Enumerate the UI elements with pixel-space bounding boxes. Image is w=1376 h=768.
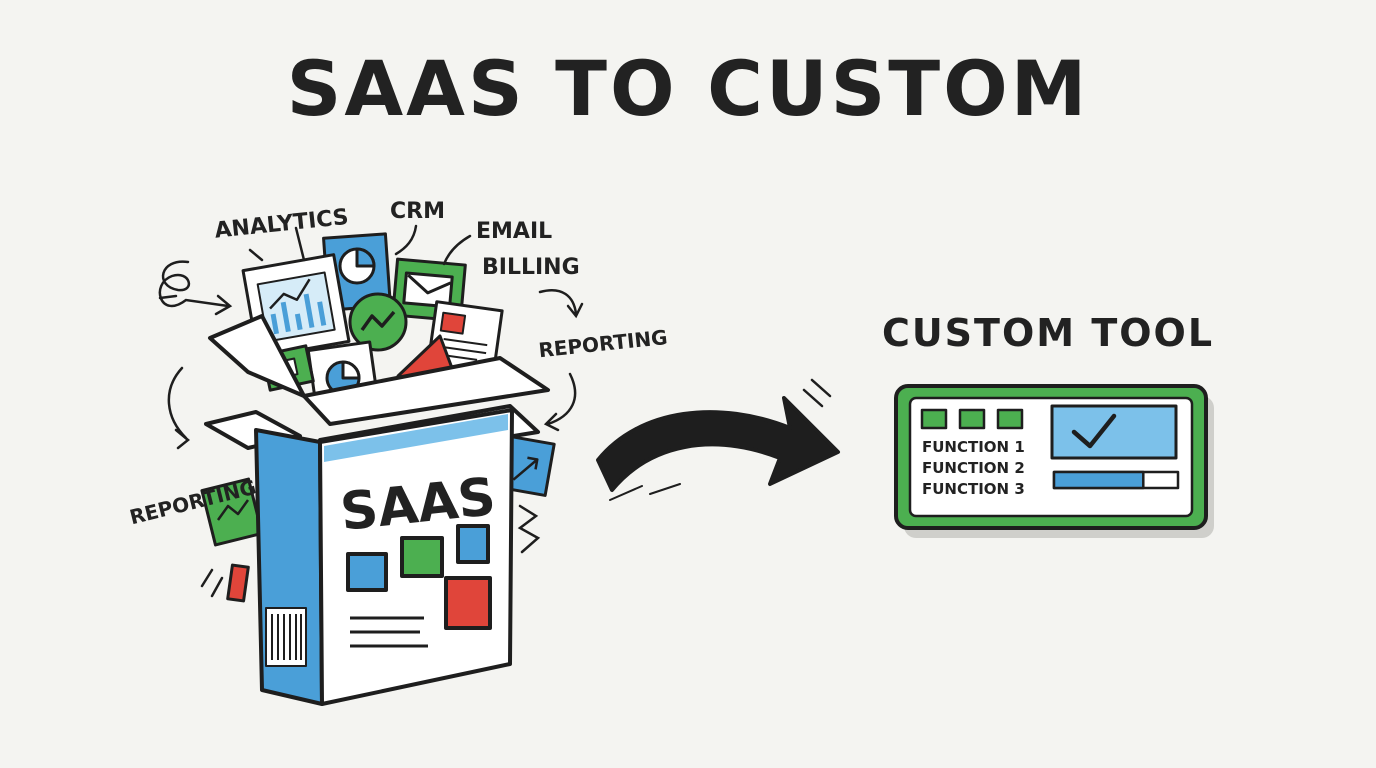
tool-progress-fill: [1052, 470, 1145, 490]
page-title: SAAS TO CUSTOM: [286, 44, 1090, 133]
custom-tool-panel: [894, 384, 1214, 538]
box-red-square: [444, 576, 492, 630]
function-1-label: FUNCTION 1: [922, 438, 1025, 456]
box-left-flap: [208, 314, 306, 398]
box-teal-square: [456, 524, 490, 564]
billing-label: BILLING: [482, 255, 580, 280]
barcode-icon: [265, 607, 307, 667]
doodle-arrows: [158, 224, 584, 598]
ejected-red-piece-icon: [226, 563, 250, 603]
ejected-green-card-icon: [200, 477, 264, 547]
tool-indicator-1: [920, 408, 948, 430]
tool-indicator-2: [958, 408, 986, 430]
function-3-label: FUNCTION 3: [922, 480, 1025, 498]
saas-box: [204, 314, 550, 706]
transition-arrow-icon: [596, 378, 840, 501]
trend-circle-icon: [348, 292, 408, 352]
curved-arrow-left-icon: [167, 366, 190, 450]
box-back-flap: [302, 356, 550, 426]
motion-lines-right-icon: [517, 504, 541, 554]
box-green-square: [400, 536, 444, 578]
email-label: EMAIL: [476, 219, 552, 244]
tool-indicator-3: [996, 408, 1024, 430]
swirl-arrow-icon: [158, 260, 233, 316]
billing-arrow-icon: [538, 289, 584, 319]
box-blue-square: [346, 552, 388, 592]
motion-lines-top-icon: [158, 248, 264, 300]
crm-pointer-icon: [394, 224, 418, 256]
email-pointer-icon: [442, 234, 472, 266]
check-icon: [1071, 413, 1117, 449]
tool-function-list: FUNCTION 1 FUNCTION 2 FUNCTION 3: [922, 438, 1025, 498]
analytics-pointer-icon: [294, 226, 306, 262]
crm-label: CRM: [390, 199, 445, 224]
function-2-label: FUNCTION 2: [922, 459, 1025, 477]
box-text-lines: [350, 616, 428, 648]
motion-lines-left-icon: [200, 568, 224, 598]
reporting-label-right: REPORTING: [537, 325, 668, 362]
curved-arrow-right-icon: [543, 372, 577, 432]
custom-tool-title: CUSTOM TOOL: [882, 311, 1214, 355]
